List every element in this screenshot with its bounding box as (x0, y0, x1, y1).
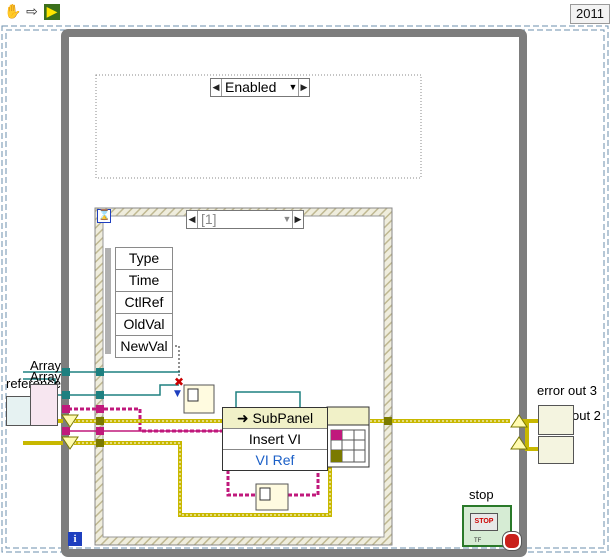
unbundle-left-bar (105, 248, 111, 354)
forward-icon[interactable]: ⇨ (26, 4, 38, 20)
tunnel-2 (96, 391, 104, 399)
loop-condition-icon[interactable] (503, 532, 521, 550)
subpanel-invoke-node[interactable]: ➜ SubPanel Insert VI VI Ref (222, 407, 328, 471)
event-placeholder-box (95, 74, 422, 179)
loop-tunnel-3 (62, 405, 70, 413)
loop-tunnel-2 (62, 391, 70, 399)
tunnel-4 (96, 417, 104, 425)
reference-terminal[interactable] (6, 396, 32, 426)
tunnel-3 (96, 405, 104, 413)
subpanel-header[interactable]: ➜ SubPanel (223, 408, 327, 429)
hand-icon[interactable]: ✋ (4, 4, 22, 20)
loop-iteration-icon: i (68, 532, 82, 546)
tunnel-6 (96, 439, 104, 447)
loop-tunnel-1 (62, 368, 70, 376)
error-out-2-indicator[interactable] (538, 436, 574, 464)
stop-button-terminal[interactable]: STOP TF (462, 505, 512, 547)
event-case-selector[interactable]: ◀ Enabled ▼ ▶ (210, 78, 310, 97)
x-marker: ✖ (174, 375, 184, 389)
event-data-newval[interactable]: NewVal (120, 338, 168, 354)
next-case-arrow-icon[interactable]: ▶ (298, 79, 309, 96)
while-loop-border (61, 29, 527, 557)
event-dropdown-icon[interactable]: ▼ (282, 214, 292, 224)
vi-ref-input[interactable]: VI Ref (255, 452, 295, 468)
event-timeout-icon[interactable]: ⌛ (97, 209, 111, 223)
prev-event-arrow-icon[interactable]: ◀ (187, 211, 198, 228)
invoke-node-header (326, 406, 370, 426)
shift-register-right-top (510, 414, 528, 428)
event-data-type[interactable]: Type (116, 248, 172, 270)
array-label-b: Array (30, 369, 62, 384)
event-data-oldval[interactable]: OldVal (116, 314, 172, 336)
bundle-node-grid (187, 388, 199, 402)
event-structure-selector[interactable]: ◀ [1] ▼ ▶ (186, 210, 304, 229)
insert-vi-method[interactable]: Insert VI (223, 429, 327, 450)
loop-tunnel-4 (62, 427, 70, 435)
error-out-3-indicator[interactable] (538, 405, 574, 435)
prev-case-arrow-icon[interactable]: ◀ (211, 79, 222, 96)
down-arrow-marker: ▼ (174, 389, 181, 399)
stop-label: stop (469, 487, 494, 502)
array-label-a: Array (30, 358, 62, 373)
event-data-time[interactable]: Time (116, 270, 172, 292)
event-data-node[interactable]: Type Time CtlRef OldVal NewVal (115, 247, 173, 358)
stop-tf-label: TF (474, 538, 482, 544)
next-event-arrow-icon[interactable]: ▶ (292, 211, 303, 228)
error-out-3-label: error out 3 (537, 383, 597, 398)
event-structure-value: [1] (201, 211, 217, 227)
error-out-2-label: out 2 (572, 408, 601, 423)
event-data-ctlref[interactable]: CtlRef (116, 292, 172, 314)
tunnel-right (384, 417, 392, 425)
tunnel-5 (96, 427, 104, 435)
event-case-value: Enabled (225, 79, 277, 95)
shift-register-left-top (61, 414, 79, 428)
shift-register-left-bottom (61, 436, 79, 450)
error-wire-bottom-inner (74, 442, 331, 516)
stop-button-face: STOP (470, 513, 498, 531)
newval-wire (171, 345, 180, 378)
refnum-wire-2 (68, 384, 179, 396)
tunnel-1 (96, 368, 104, 376)
shift-register-right-bottom (510, 436, 528, 450)
subpanel-header-label: SubPanel (252, 410, 314, 426)
array-terminal[interactable] (30, 384, 58, 426)
refnum-wire-3 (235, 391, 301, 407)
run-arrow-icon[interactable]: ▶ (44, 4, 60, 20)
dropdown-arrow-icon[interactable]: ▼ (288, 82, 298, 92)
year-badge: 2011 (570, 4, 610, 24)
